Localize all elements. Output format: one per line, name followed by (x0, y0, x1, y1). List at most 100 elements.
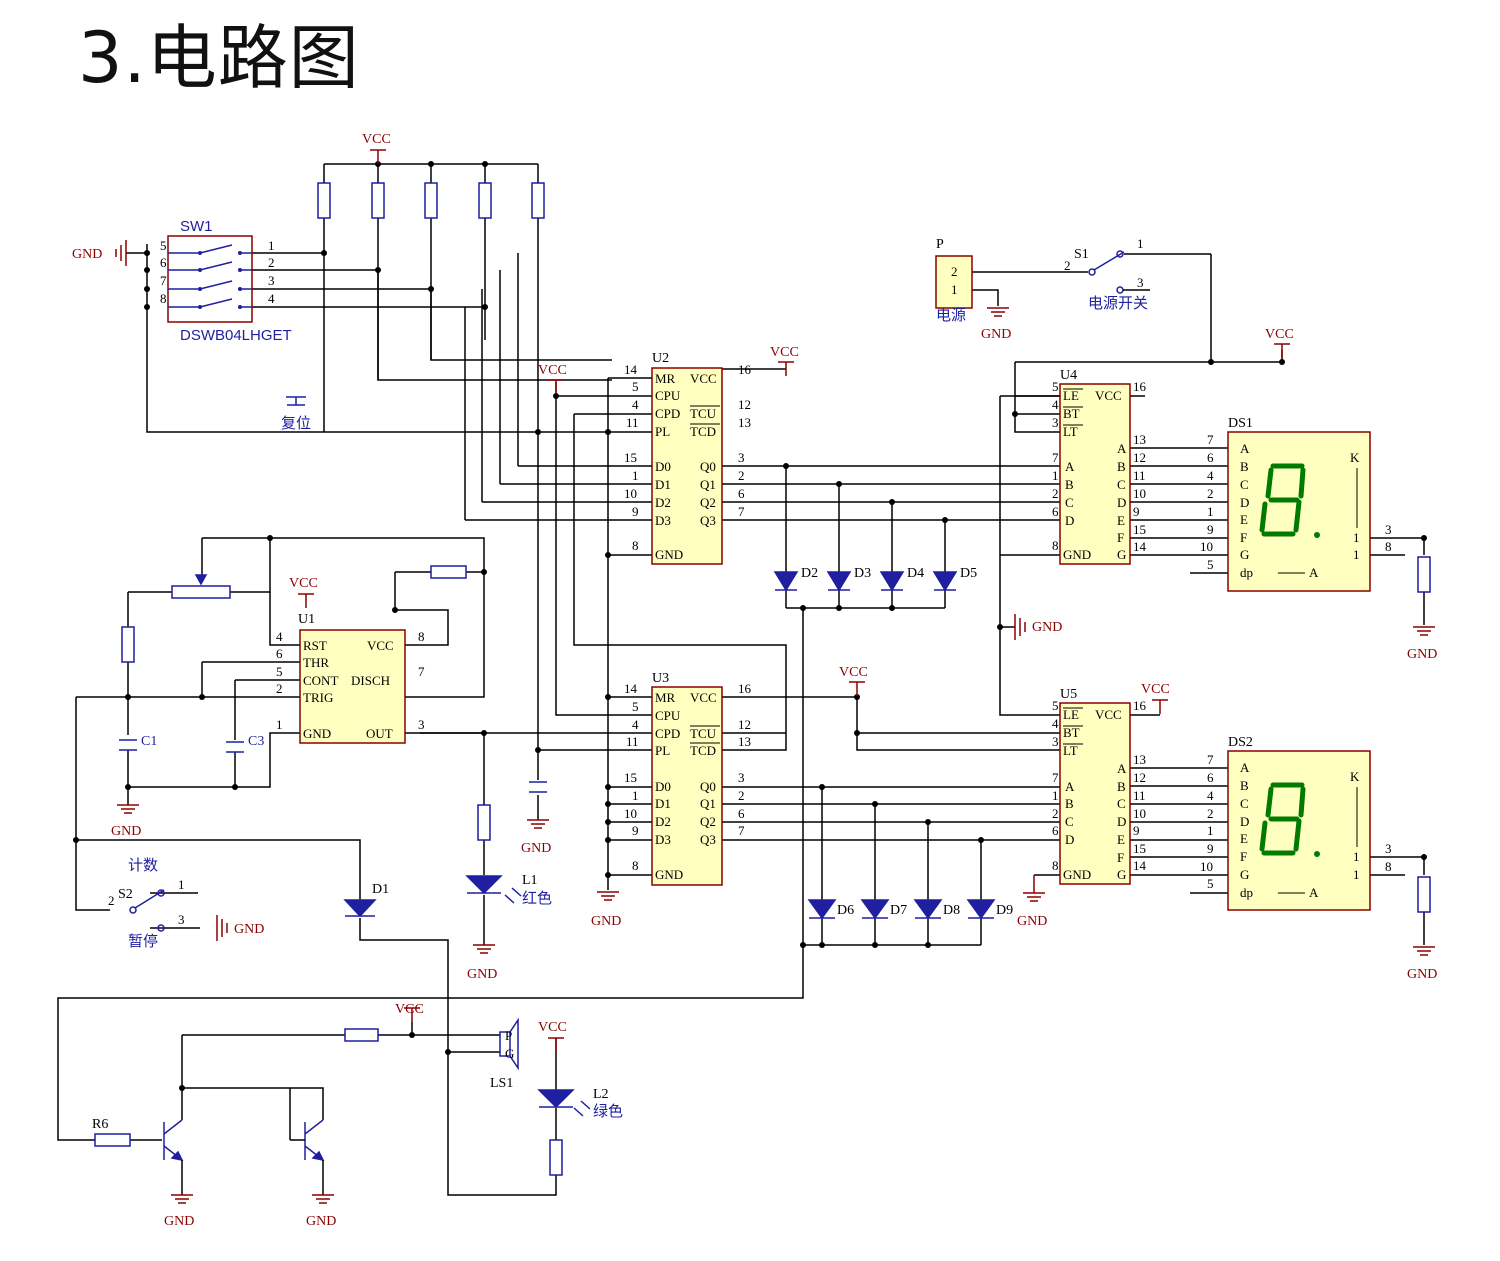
buzzer-circuit: VCC P G LS1 R6 GND GND (92, 1002, 519, 1229)
led-l1: L1 红色 GND (465, 804, 552, 982)
svg-text:8: 8 (632, 858, 639, 873)
svg-text:K: K (1350, 769, 1360, 784)
svg-text:2: 2 (108, 893, 115, 908)
svg-text:3: 3 (1052, 734, 1059, 749)
svg-text:9: 9 (1133, 504, 1140, 519)
svg-text:8: 8 (418, 629, 425, 644)
svg-text:C1: C1 (141, 734, 157, 749)
svg-text:GND: GND (1063, 867, 1091, 882)
svg-text:复位: 复位 (281, 414, 311, 432)
svg-text:S2: S2 (118, 887, 133, 902)
svg-text:4: 4 (268, 291, 275, 306)
svg-text:D6: D6 (837, 903, 854, 918)
svg-text:G: G (505, 1046, 514, 1061)
svg-text:D1: D1 (655, 796, 671, 811)
vcc-symbol-u2: VCC VCC (538, 345, 799, 395)
reset-button: 复位 (281, 396, 311, 432)
svg-text:D0: D0 (655, 779, 671, 794)
svg-text:D9: D9 (996, 903, 1013, 918)
svg-text:C: C (1065, 495, 1074, 510)
svg-text:LE: LE (1063, 388, 1079, 403)
svg-text:PL: PL (655, 743, 670, 758)
svg-text:绿色: 绿色 (593, 1103, 623, 1120)
svg-text:12: 12 (1133, 770, 1146, 785)
svg-text:4: 4 (276, 629, 283, 644)
display-ds2: DS2 A B C D E F G dp 7 6 4 2 1 9 10 5 K … (1200, 735, 1437, 982)
svg-text:4: 4 (1207, 788, 1214, 803)
svg-text:D2: D2 (801, 566, 818, 581)
svg-text:VCC: VCC (538, 1020, 567, 1035)
svg-text:4: 4 (632, 717, 639, 732)
svg-text:13: 13 (738, 734, 751, 749)
svg-text:GND: GND (521, 841, 551, 856)
svg-text:2: 2 (738, 468, 745, 483)
svg-text:dp: dp (1240, 565, 1253, 580)
gnd-symbol-u3: GND (591, 891, 621, 929)
svg-text:G: G (1240, 867, 1249, 882)
svg-text:D: D (1065, 832, 1074, 847)
svg-text:电源开关: 电源开关 (1088, 295, 1148, 312)
svg-text:B: B (1240, 459, 1249, 474)
svg-text:3: 3 (1052, 415, 1059, 430)
svg-text:1: 1 (1353, 530, 1360, 545)
svg-text:6: 6 (276, 646, 283, 661)
svg-text:1: 1 (632, 468, 639, 483)
svg-text:GND: GND (467, 967, 497, 982)
svg-text:C: C (1065, 814, 1074, 829)
svg-text:1: 1 (1353, 849, 1360, 864)
svg-text:SW1: SW1 (180, 218, 213, 235)
svg-text:D7: D7 (890, 903, 907, 918)
svg-text:10: 10 (1200, 859, 1213, 874)
svg-text:计数: 计数 (128, 857, 158, 874)
svg-text:GND: GND (1407, 647, 1437, 662)
counter-u2: U2 MR CPU CPD PL D0 D1 D2 D3 GND 14 5 4 … (624, 351, 752, 565)
svg-text:VCC: VCC (690, 371, 717, 386)
svg-text:GND: GND (591, 914, 621, 929)
svg-text:4: 4 (1207, 468, 1214, 483)
svg-text:A: A (1117, 761, 1127, 776)
svg-text:MR: MR (655, 371, 676, 386)
svg-text:RST: RST (303, 638, 327, 653)
svg-text:BT: BT (1063, 406, 1080, 421)
svg-text:9: 9 (1207, 841, 1214, 856)
svg-text:12: 12 (1133, 450, 1146, 465)
display-ds1: DS1 A B C D E F G dp 7 6 4 2 1 9 10 5 K … (1200, 416, 1437, 662)
svg-text:2: 2 (1052, 486, 1059, 501)
svg-text:A: A (1240, 441, 1250, 456)
svg-text:F: F (1240, 849, 1247, 864)
svg-text:4: 4 (1052, 397, 1059, 412)
svg-text:VCC: VCC (770, 345, 799, 360)
svg-text:7: 7 (738, 823, 745, 838)
svg-text:9: 9 (632, 504, 639, 519)
svg-text:3: 3 (268, 273, 275, 288)
svg-text:Q2: Q2 (700, 814, 716, 829)
gnd-symbol-timer: GND GND (111, 804, 551, 856)
svg-text:1: 1 (1207, 504, 1214, 519)
svg-text:5: 5 (1052, 698, 1059, 713)
svg-text:15: 15 (624, 450, 637, 465)
svg-text:14: 14 (624, 362, 638, 377)
svg-text:10: 10 (624, 486, 637, 501)
svg-text:PL: PL (655, 424, 670, 439)
count-pause-switch-s2: 计数 S2 2 1 3 暂停 GND (108, 857, 264, 950)
svg-text:P: P (936, 237, 944, 252)
svg-text:LE: LE (1063, 707, 1079, 722)
svg-text:9: 9 (632, 823, 639, 838)
svg-text:DSWB04LHGET: DSWB04LHGET (180, 327, 292, 344)
svg-text:U2: U2 (652, 351, 669, 366)
svg-text:16: 16 (1133, 698, 1147, 713)
svg-text:L2: L2 (593, 1087, 609, 1102)
svg-text:C: C (1240, 477, 1249, 492)
svg-text:3: 3 (738, 450, 745, 465)
svg-text:B: B (1117, 459, 1126, 474)
svg-text:D1: D1 (372, 882, 389, 897)
svg-text:7: 7 (1052, 770, 1059, 785)
svg-text:13: 13 (1133, 752, 1146, 767)
svg-text:1: 1 (951, 282, 958, 297)
svg-text:7: 7 (418, 664, 425, 679)
svg-text:A: A (1065, 459, 1075, 474)
svg-text:VCC: VCC (1095, 707, 1122, 722)
wires (57, 163, 1425, 1196)
svg-text:E: E (1117, 513, 1125, 528)
svg-text:3: 3 (418, 717, 425, 732)
